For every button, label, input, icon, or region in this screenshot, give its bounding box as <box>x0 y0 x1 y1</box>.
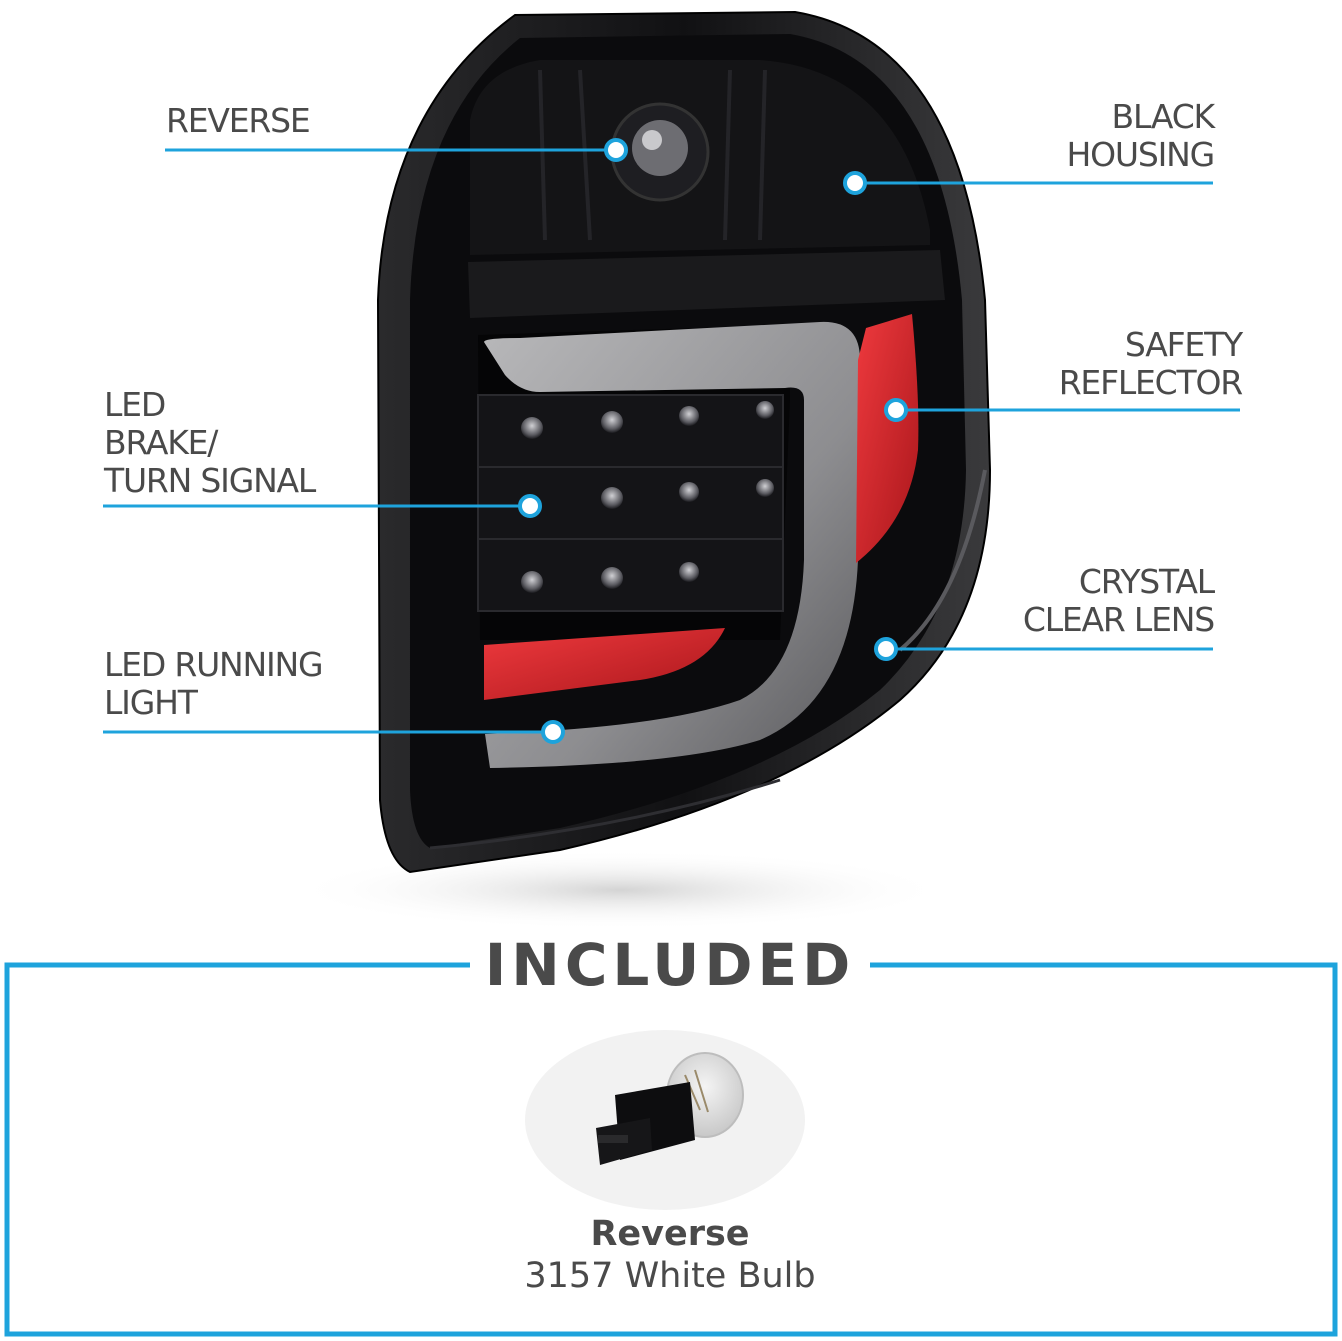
callout-dot-led-running <box>541 720 565 744</box>
callout-reverse-label: REVERSE <box>166 101 311 140</box>
callout-dot-safety-reflector <box>884 398 908 422</box>
clear-lens-edge <box>898 469 987 652</box>
included-bulb-name: Reverse <box>590 1214 750 1254</box>
light-tube <box>484 321 860 768</box>
led-emitter <box>521 417 543 439</box>
reverse-reflector-ribs <box>538 69 767 241</box>
led-emitter <box>679 562 699 582</box>
reverse-bulb <box>632 120 688 176</box>
bulb-filament <box>684 1069 709 1113</box>
side-red-reflector <box>856 314 919 563</box>
divider-bar <box>468 250 945 318</box>
callout-dots <box>518 138 908 744</box>
callout-dot-crystal-lens <box>874 637 898 661</box>
callout-dot-led-brake <box>518 494 542 518</box>
callout-led-running-label: LED RUNNING LIGHT <box>104 645 324 722</box>
led-emitter <box>601 411 623 433</box>
callout-crystal-lens-label: CRYSTAL CLEAR LENS <box>1022 562 1215 639</box>
led-emitter <box>601 567 623 589</box>
callout-led-brake-label: LED BRAKE/ TURN SIGNAL <box>104 385 316 500</box>
led-emitter <box>756 479 774 497</box>
led-emitters <box>521 401 774 593</box>
included-frame <box>4 962 1338 1337</box>
led-emitter <box>756 401 774 419</box>
callout-lines <box>103 148 1240 734</box>
led-emitter <box>679 406 699 426</box>
led-emitter <box>679 482 699 502</box>
included-title: INCLUDED <box>484 931 856 999</box>
led-emitter <box>521 571 543 593</box>
lamp-shadow <box>290 850 950 930</box>
led-emitter <box>601 487 623 509</box>
included-bulb-image <box>525 1030 805 1210</box>
included-bulb-description: 3157 White Bulb <box>524 1256 816 1296</box>
callout-dot-reverse <box>604 138 628 162</box>
callout-black-housing-label: BLACK HOUSING <box>1066 97 1216 174</box>
reverse-bulb-highlight <box>642 130 662 150</box>
lens-molding-text-area <box>429 778 781 850</box>
callout-safety-reflector-label: SAFETY REFLECTOR <box>1058 325 1244 402</box>
bulb-tab <box>598 1135 628 1143</box>
callout-dot-black-housing <box>843 171 867 195</box>
lower-red-reflector <box>484 628 725 700</box>
